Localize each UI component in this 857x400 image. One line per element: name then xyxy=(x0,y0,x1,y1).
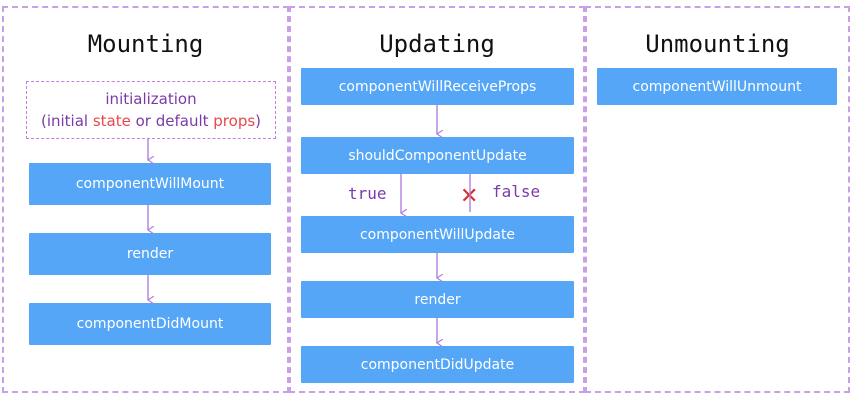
initialization-detail: (initial state or default props) xyxy=(40,112,262,130)
step-componentwillmount: componentWillMount xyxy=(29,163,271,205)
state-keyword: state xyxy=(92,112,131,130)
true-label: true xyxy=(348,184,387,203)
step-componentwillreceiveprops: componentWillReceiveProps xyxy=(301,68,574,105)
step-render-mount: render xyxy=(29,233,271,275)
props-keyword: props xyxy=(213,112,256,130)
unmounting-title: Unmounting xyxy=(645,30,790,58)
step-render-update: render xyxy=(301,281,574,318)
unmounting-panel: Unmounting componentWillUnmount xyxy=(585,6,850,393)
step-componentdidmount: componentDidMount xyxy=(29,303,271,345)
mounting-panel: Mounting initialization (initial state o… xyxy=(2,6,289,393)
step-componentwillunmount: componentWillUnmount xyxy=(597,68,837,105)
step-shouldcomponentupdate: shouldComponentUpdate xyxy=(301,137,574,174)
step-componentdidupdate: componentDidUpdate xyxy=(301,346,574,383)
false-label: false xyxy=(492,182,541,201)
updating-title: Updating xyxy=(379,30,495,58)
false-cross-icon: ✕ xyxy=(460,184,479,209)
initialization-label: initialization xyxy=(105,90,197,108)
initialization-box: initialization (initial state or default… xyxy=(26,81,276,139)
mounting-title: Mounting xyxy=(87,30,204,58)
step-componentwillupdate: componentWillUpdate xyxy=(301,216,574,253)
updating-panel: Updating componentWillReceiveProps shoul… xyxy=(289,6,585,393)
